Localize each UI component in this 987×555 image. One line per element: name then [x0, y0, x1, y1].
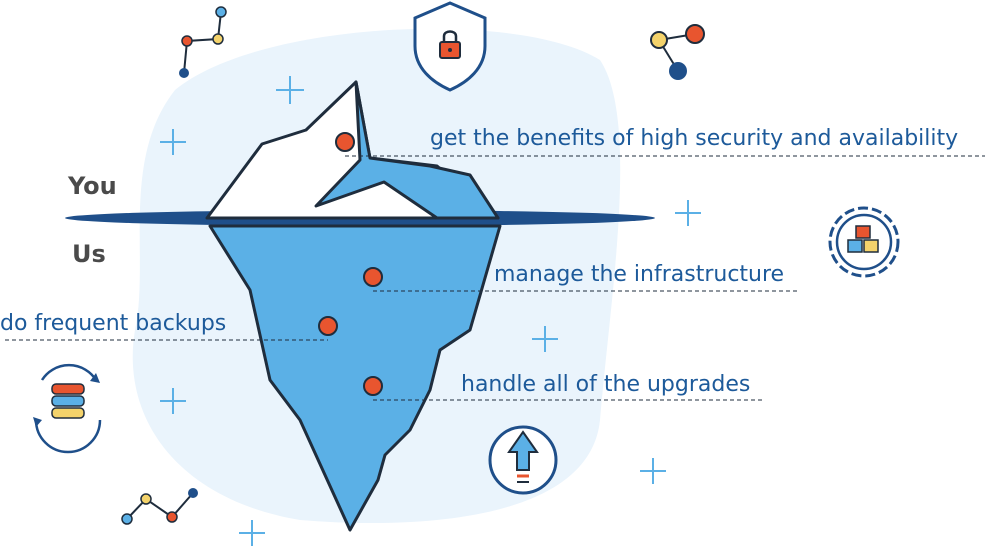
label-infrastructure: manage the infrastructure — [494, 262, 785, 287]
gear-cubes-icon — [828, 206, 900, 278]
label-security: get the benefits of high security and av… — [430, 126, 959, 151]
shield-lock-icon — [413, 1, 487, 92]
molecule-icon — [650, 24, 705, 80]
upload-arrow-icon — [488, 425, 558, 495]
label-upgrades: handle all of the upgrades — [461, 372, 751, 397]
dot-infrastructure — [363, 267, 383, 287]
network-node-icon-top — [179, 6, 227, 78]
dot-upgrades — [363, 376, 383, 396]
plus-sparkle-icon — [160, 76, 701, 546]
iceberg-tip-shadow — [314, 80, 500, 220]
label-us: Us — [72, 240, 106, 268]
dot-security — [335, 132, 355, 152]
label-backups: do frequent backups — [0, 311, 227, 336]
network-node-icon-bottom — [121, 488, 198, 525]
iceberg-base — [208, 224, 502, 532]
database-sync-icon — [33, 363, 102, 454]
label-you: You — [68, 172, 117, 200]
dot-backups — [318, 316, 338, 336]
